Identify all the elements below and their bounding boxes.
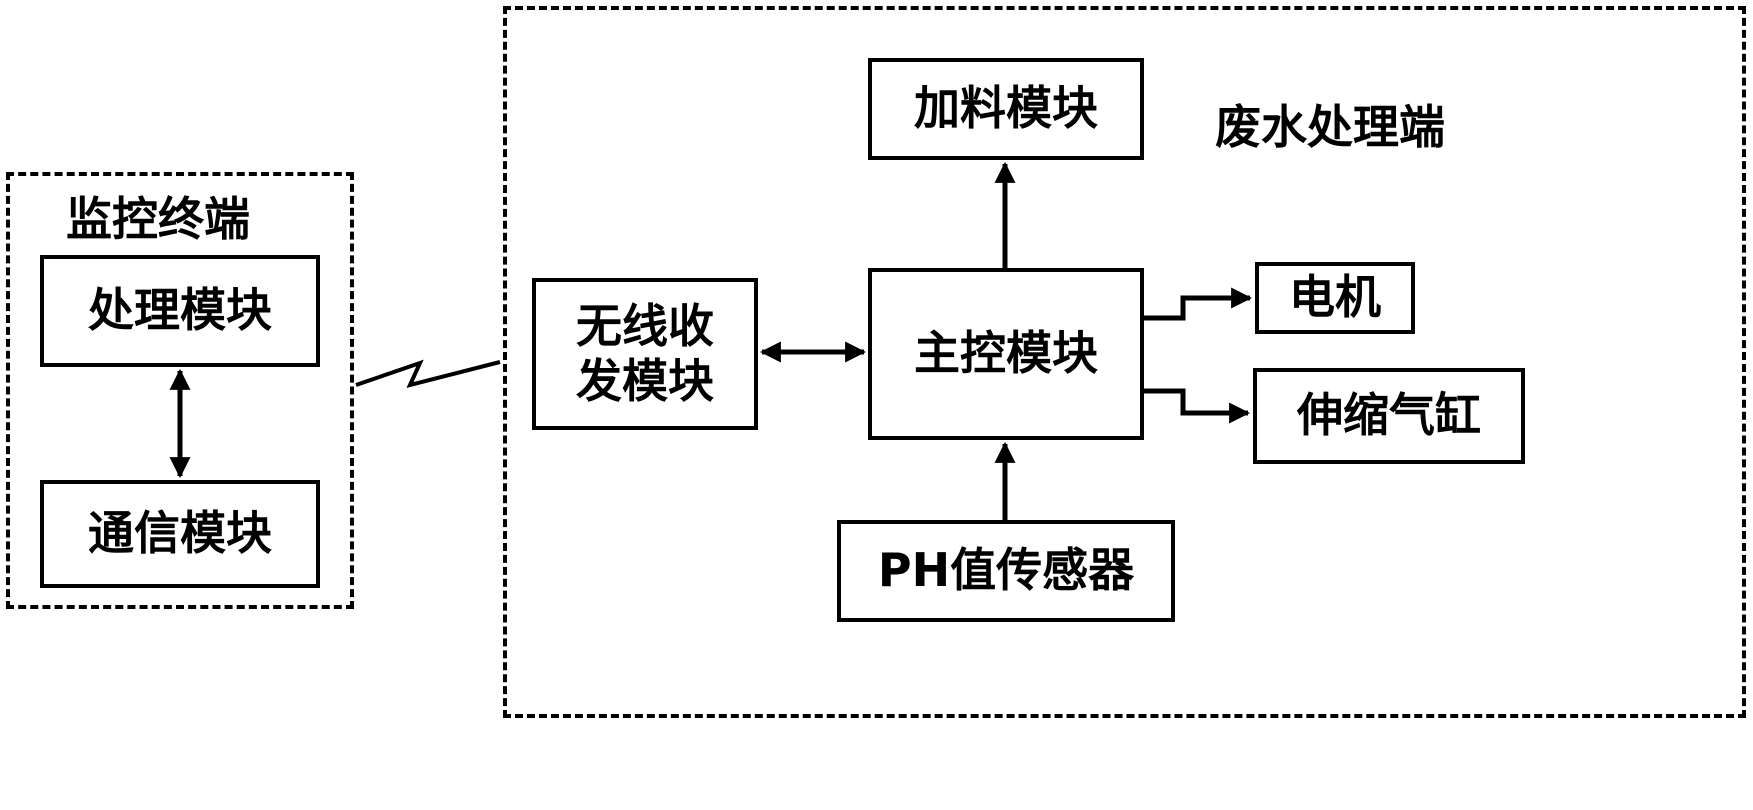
wireless-transceiver-block: 无线收 发模块 — [532, 278, 758, 430]
main-control-module-block: 主控模块 — [868, 268, 1144, 440]
monitor-terminal-frame — [6, 172, 354, 609]
processing-module-label: 处理模块 — [88, 283, 272, 338]
telescopic-cylinder-block: 伸缩气缸 — [1253, 368, 1525, 464]
motor-block: 电机 — [1255, 262, 1415, 334]
feeding-module-label: 加料模块 — [914, 81, 1098, 136]
wastewater-end-frame — [503, 6, 1746, 718]
ph-sensor-block: PH值传感器 — [837, 520, 1175, 622]
feeding-module-block: 加料模块 — [868, 58, 1144, 160]
wastewater-end-title: 废水处理端 — [1215, 100, 1445, 154]
monitor-terminal-title: 监控终端 — [66, 192, 250, 246]
wireless-link-zigzag — [355, 359, 501, 388]
wireless-transceiver-label-line1: 无线收 — [576, 298, 714, 353]
telescopic-cylinder-label: 伸缩气缸 — [1297, 388, 1481, 443]
communication-module-label: 通信模块 — [88, 506, 272, 561]
wireless-transceiver-label-line2: 发模块 — [576, 354, 714, 408]
main-control-module-label: 主控模块 — [914, 326, 1098, 381]
communication-module-block: 通信模块 — [40, 480, 320, 588]
motor-label: 电机 — [1289, 270, 1381, 325]
ph-sensor-label: PH值传感器 — [877, 543, 1135, 598]
processing-module-block: 处理模块 — [40, 255, 320, 367]
